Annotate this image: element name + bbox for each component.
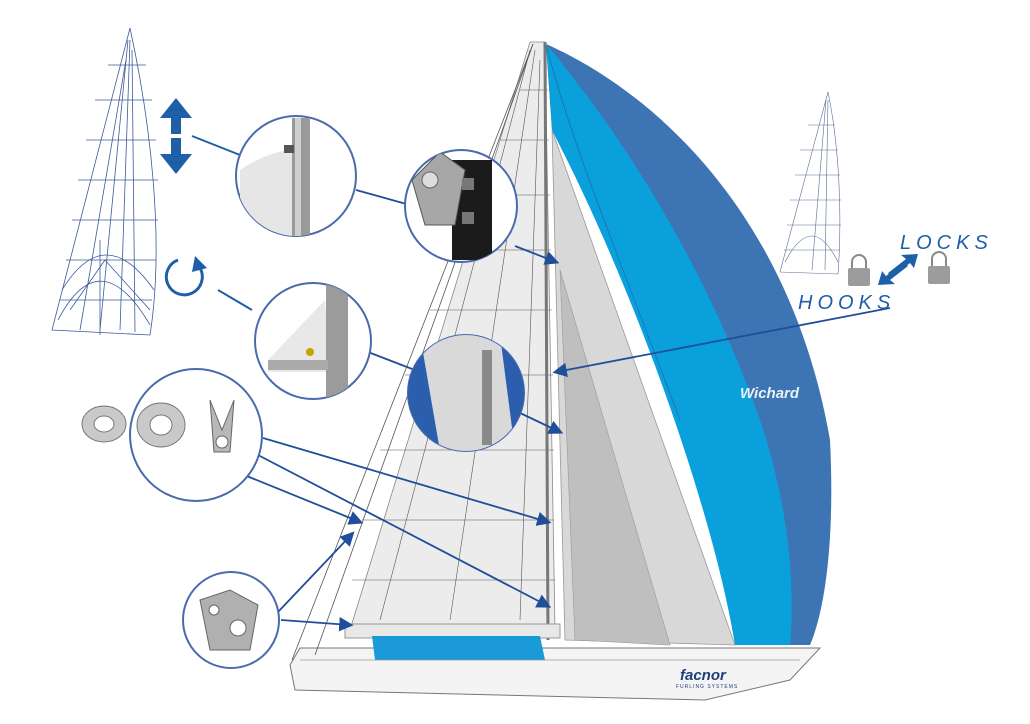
padlock-icon [848,254,870,286]
detail-circle-hook [404,149,518,263]
hull [289,636,822,701]
pointer-arrows [231,189,891,632]
rotate-arrow-icon [164,256,253,311]
hooks-label: HOOKS [798,292,896,314]
spinnaker-sail [545,43,832,645]
headsail [551,129,736,646]
facnor-logo: facnor [680,667,726,684]
wichard-logo: Wichard [740,385,800,402]
locks-label: LOCKS [900,232,993,254]
detail-circle-tack [182,571,280,669]
detail-circle-gooseneck [254,282,372,400]
up-down-arrows-icon [160,98,241,174]
detail-circle-luff [407,334,525,452]
sail-plan-drawing-right [779,91,841,275]
detail-circle-rings [81,368,263,502]
detail-circle-mast-track [235,115,357,237]
facnor-tagline: FURLING SYSTEMS [676,684,739,690]
sail-plan-drawing-left [51,27,158,336]
padlock-icon [928,251,950,284]
swap-arrows-icon [878,254,918,285]
rigging-lines [291,43,534,661]
